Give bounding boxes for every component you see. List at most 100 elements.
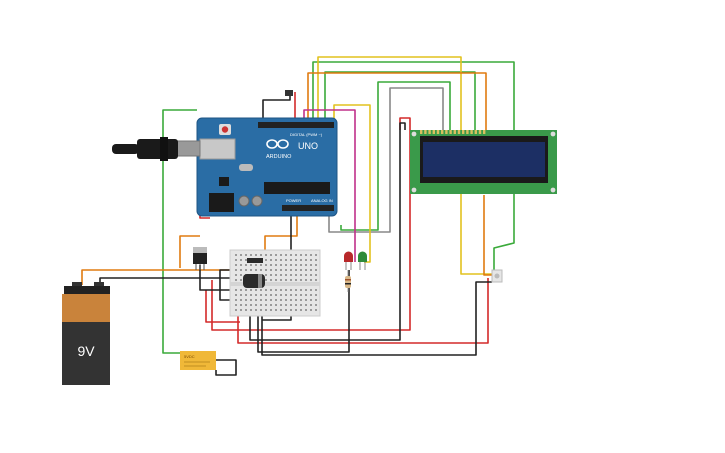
breadboard-hole [275,304,277,306]
breadboard-hole [300,274,302,276]
breadboard-hole [295,294,297,296]
wire-yellow-led[interactable] [333,104,371,263]
wire-black-led[interactable] [257,270,350,353]
wire-gray-lcd[interactable] [328,87,444,233]
lcd-pin [478,130,482,134]
breadboard-hole [290,259,292,261]
breadboard-hole [305,254,307,256]
wire-black-lcd[interactable] [249,122,406,341]
top-switch-icon[interactable] [285,90,293,96]
breadboard-hole [275,309,277,311]
breadboard-hole [300,259,302,261]
breadboard-hole [300,299,302,301]
breadboard-hole [285,264,287,266]
wire-orange-bottom[interactable] [483,195,492,276]
breadboard-hole [315,254,317,256]
breadboard-hole [235,299,237,301]
breadboard-hole [310,259,312,261]
breadboard-hole [295,289,297,291]
wire-black-battery[interactable] [99,277,240,285]
breadboard-hole [305,259,307,261]
battery-9v[interactable]: 9V [62,282,110,385]
wire-black-bb[interactable] [262,210,292,321]
breadboard-hole [290,289,292,291]
wire-yellow-lcd[interactable] [317,56,492,275]
wire-orange-lcd[interactable] [307,72,487,130]
wire-black-relay[interactable] [212,359,237,376]
breadboard-hole [285,254,287,256]
wire-black-right[interactable] [261,281,492,356]
wire-red-right[interactable] [237,278,489,344]
digital-label: DIGITAL (PWM ~) [290,132,323,137]
green-led[interactable] [358,251,367,271]
breadboard-hole [235,309,237,311]
breadboard-hole [280,269,282,271]
breadboard-hole [285,289,287,291]
breadboard-hole [280,264,282,266]
breadboard-hole [235,304,237,306]
breadboard-hole [240,269,242,271]
wire-black-reg[interactable] [199,265,240,291]
breadboard-jumper[interactable] [247,258,263,263]
breadboard-hole [245,304,247,306]
potentiometer[interactable] [491,269,503,283]
breadboard-hole [295,279,297,281]
breadboard-hole [235,254,237,256]
voltage-regulator[interactable] [193,247,207,270]
breadboard-hole [310,269,312,271]
breadboard-hole [315,289,317,291]
breadboard-hole [270,294,272,296]
relay-label: 5VDC [184,354,195,359]
lcd-pin [441,130,444,134]
relay-module[interactable]: 5VDC [180,351,216,370]
lcd-pin [470,130,473,134]
breadboard-hole [275,254,277,256]
lcd-pin [449,130,452,134]
wire-green-lcd-short[interactable] [340,81,451,231]
breadboard-hole [265,279,267,281]
wire-black-usb[interactable] [262,94,291,125]
breadboard-hole [245,269,247,271]
wire-orange-battery[interactable] [81,269,240,285]
resistor[interactable] [345,270,351,292]
usb-cable[interactable] [112,137,201,161]
breadboard-hole [305,274,307,276]
breadboard-hole [245,264,247,266]
breadboard-hole [295,269,297,271]
breadboard-hole [315,309,317,311]
breadboard-hole [295,259,297,261]
breadboard-hole [300,294,302,296]
breadboard-hole [285,294,287,296]
breadboard-hole [270,279,272,281]
breadboard-hole [280,304,282,306]
breadboard-hole [315,264,317,266]
breadboard-hole [240,254,242,256]
wire-orange-reg[interactable] [179,235,200,268]
red-led[interactable] [344,251,353,271]
breadboard-hole [310,299,312,301]
lcd-16x2[interactable] [410,130,557,194]
breadboard-hole [240,299,242,301]
breadboard-hole [280,254,282,256]
breadboard-hole [270,269,272,271]
breadboard-hole [295,299,297,301]
analog-header [282,205,334,211]
breadboard-hole [240,289,242,291]
breadboard-hole [255,299,257,301]
breadboard-hole [265,309,267,311]
wire-red-bb[interactable] [205,290,240,323]
reset-button-cap[interactable] [221,126,229,133]
breadboard-hole [270,304,272,306]
wire-orange-power[interactable] [264,210,298,260]
wire-green-lcd-mid[interactable] [324,71,476,130]
breadboard-hole [265,289,267,291]
breadboard-hole [295,254,297,256]
board-capacitor-icon [251,195,263,207]
breadboard-hole [260,289,262,291]
breadboard-hole [255,309,257,311]
breadboard-hole [260,304,262,306]
lcd-screen [423,142,545,177]
electrolytic-capacitor[interactable] [243,274,265,288]
arduino-uno-board[interactable]: UNO ARDUINO DIGITAL (PWM ~) POWER ANALOG… [196,117,338,217]
wire-green-relay[interactable] [162,109,197,354]
